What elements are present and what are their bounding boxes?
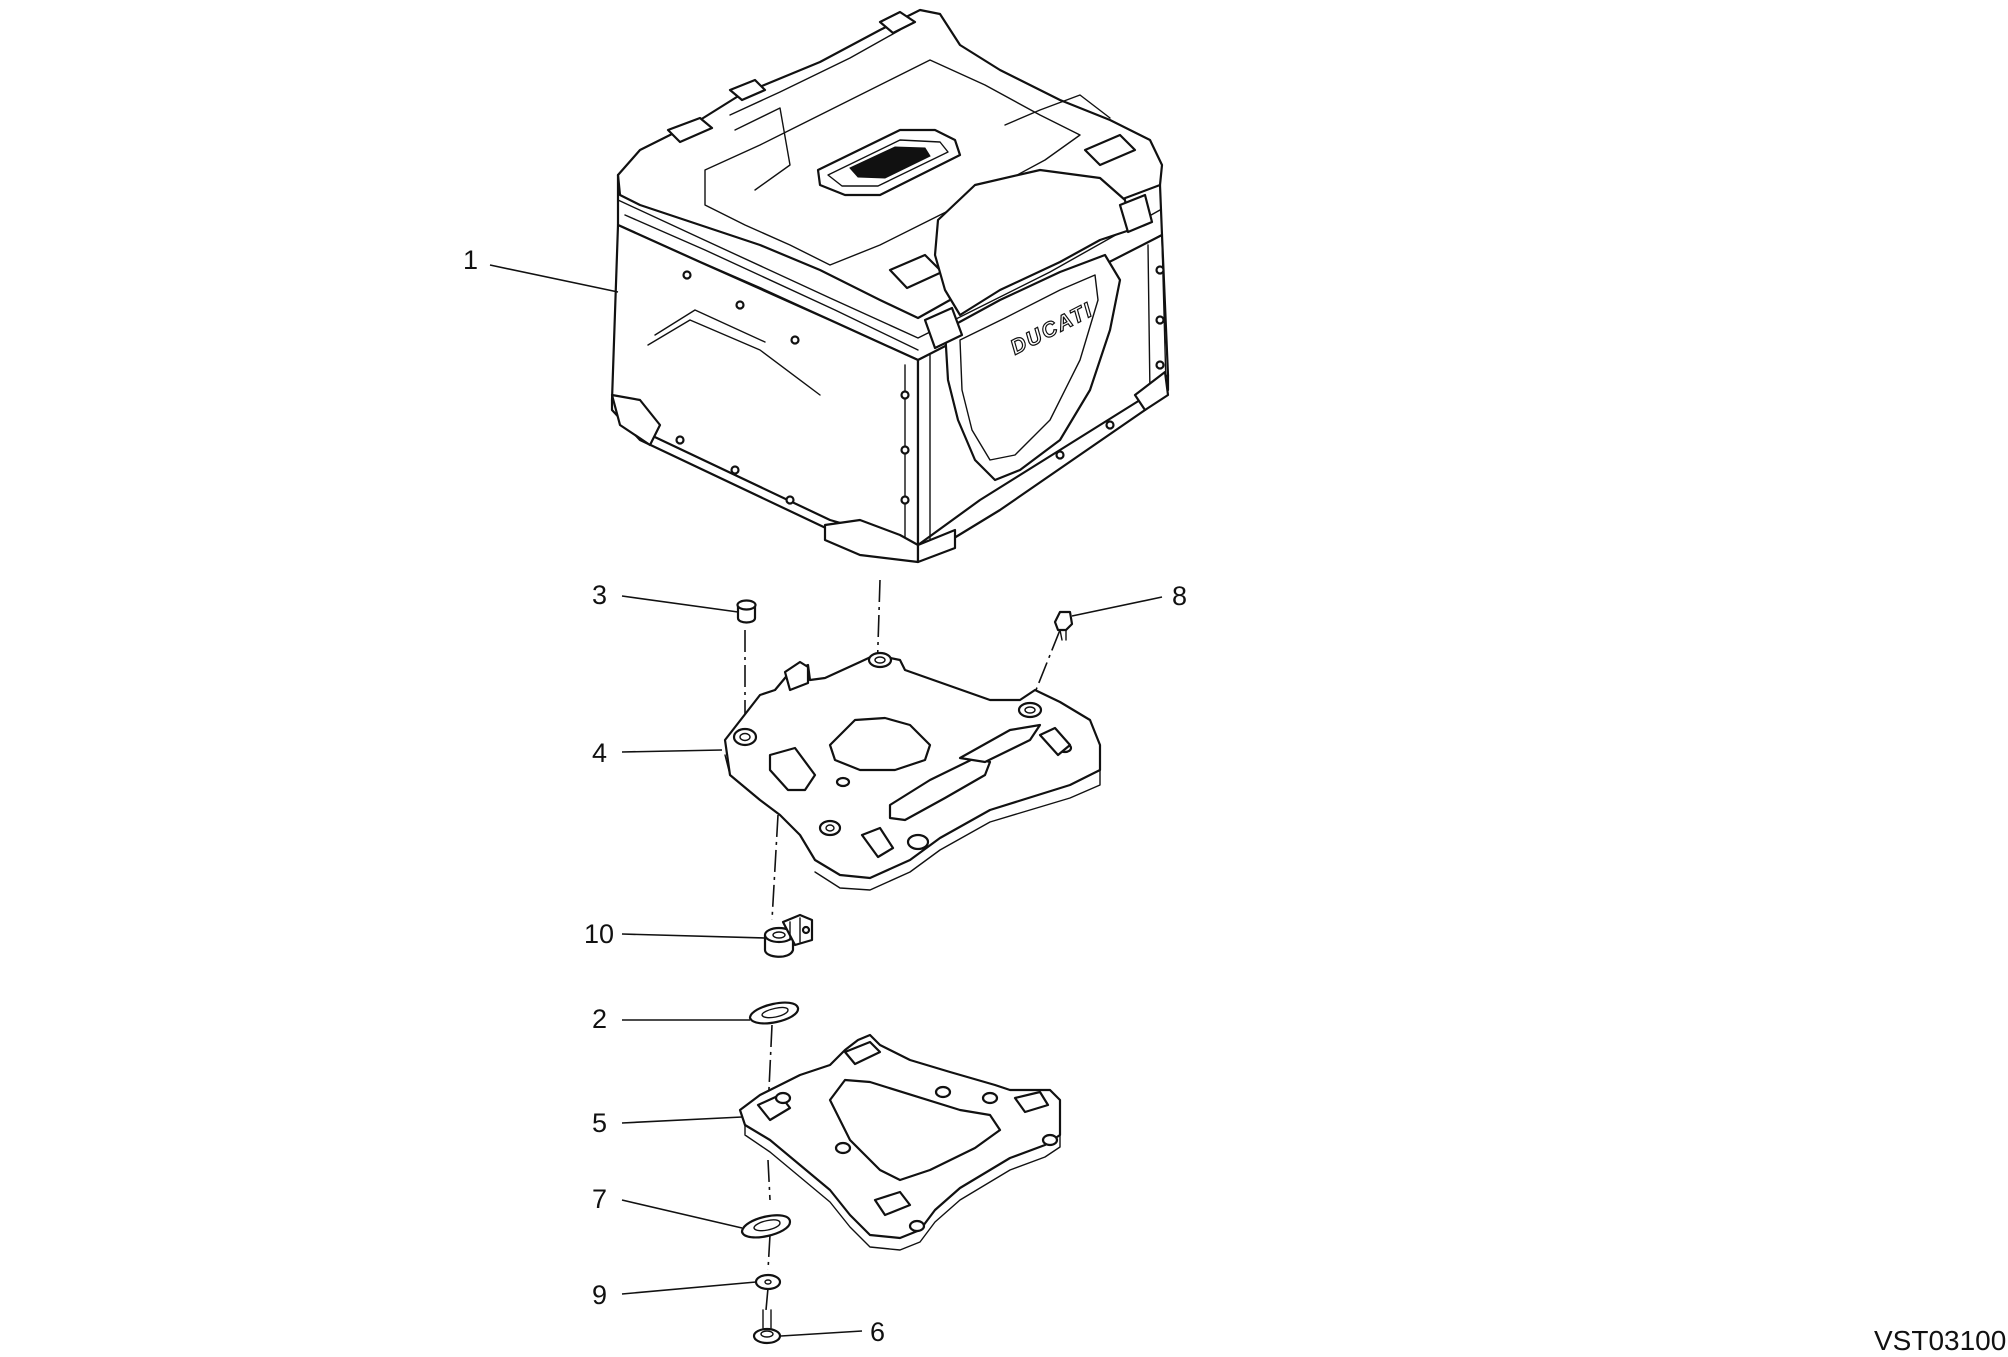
part-8-screw (1053, 610, 1074, 641)
callout-9: 9 (592, 1280, 607, 1310)
callout-7: 7 (592, 1184, 607, 1214)
callout-numbers: 1 3 8 4 10 2 5 7 9 6 (463, 245, 1187, 1347)
callout-4: 4 (592, 738, 607, 768)
callout-5: 5 (592, 1108, 607, 1138)
part-10-lock-clamp (763, 913, 814, 958)
callout-10: 10 (584, 919, 614, 949)
top-case: DUCATI (610, 8, 1170, 564)
callout-8: 8 (1172, 581, 1187, 611)
callout-6: 6 (870, 1317, 885, 1347)
part-9-flat-washer (754, 1273, 782, 1291)
part-6-screw (752, 1309, 782, 1345)
leader-lines (489, 264, 1163, 1337)
part-5-support-bracket (738, 1033, 1062, 1251)
part-4-mounting-plate (723, 651, 1102, 891)
callout-2: 2 (592, 1004, 607, 1034)
part-7-washer (740, 1214, 792, 1239)
rivets (675, 265, 1165, 505)
callout-3: 3 (592, 580, 607, 610)
part-2-washer (748, 1001, 800, 1025)
part-3-plug (736, 599, 757, 624)
reference-code: VST03100 (1874, 1325, 2006, 1356)
callout-1: 1 (463, 245, 478, 275)
